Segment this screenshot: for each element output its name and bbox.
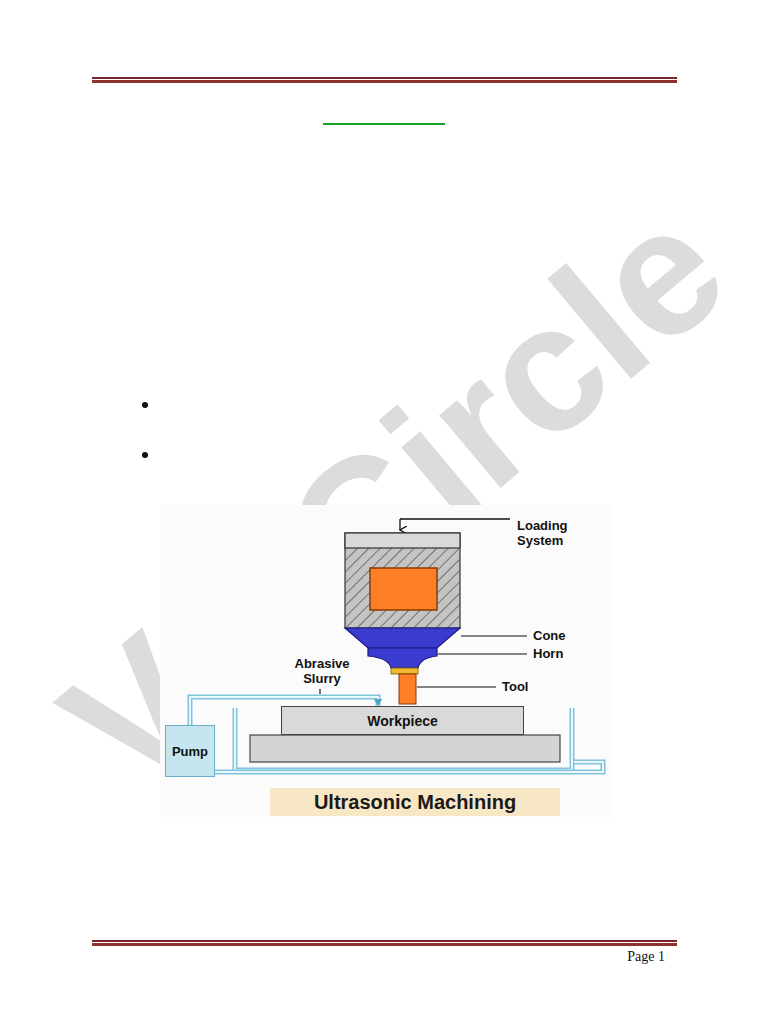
leader-line xyxy=(438,653,527,654)
header-rule xyxy=(92,80,677,83)
tool xyxy=(399,674,416,704)
leader-line xyxy=(400,518,510,519)
leader-line xyxy=(417,686,496,687)
part-label: Abrasive Slurry xyxy=(284,656,360,686)
tool-collar xyxy=(391,668,418,674)
figure-ground xyxy=(160,505,612,817)
horn xyxy=(368,648,437,668)
part-label: Cone xyxy=(533,628,566,643)
base-plate xyxy=(250,735,560,762)
cone xyxy=(345,628,460,648)
workpiece-block: Workpiece xyxy=(281,706,524,735)
pump-box: Pump xyxy=(165,725,215,777)
housing-hatch xyxy=(345,548,460,628)
bullet xyxy=(142,452,148,458)
part-label: Loading System xyxy=(517,518,583,548)
load-arrow xyxy=(399,519,400,530)
footer-rule xyxy=(92,943,677,946)
leader-line xyxy=(461,635,527,636)
transducer xyxy=(370,568,437,610)
bullet xyxy=(142,402,148,408)
node-text: Workpiece xyxy=(367,713,438,729)
transducer-housing xyxy=(345,533,460,628)
part-label: Horn xyxy=(533,646,563,661)
return-pipe xyxy=(215,762,603,772)
return-pipe xyxy=(215,762,603,772)
footer-rule xyxy=(92,940,677,942)
node-text: Pump xyxy=(172,744,208,759)
housing-top xyxy=(345,533,460,548)
caption: Ultrasonic Machining xyxy=(270,788,560,816)
part-label: Tool xyxy=(502,679,528,694)
header-rule xyxy=(92,77,677,79)
title-underline xyxy=(323,123,445,125)
arrow-head xyxy=(374,699,382,706)
leader-line xyxy=(319,689,320,694)
page-number: Page 1 xyxy=(600,949,665,965)
